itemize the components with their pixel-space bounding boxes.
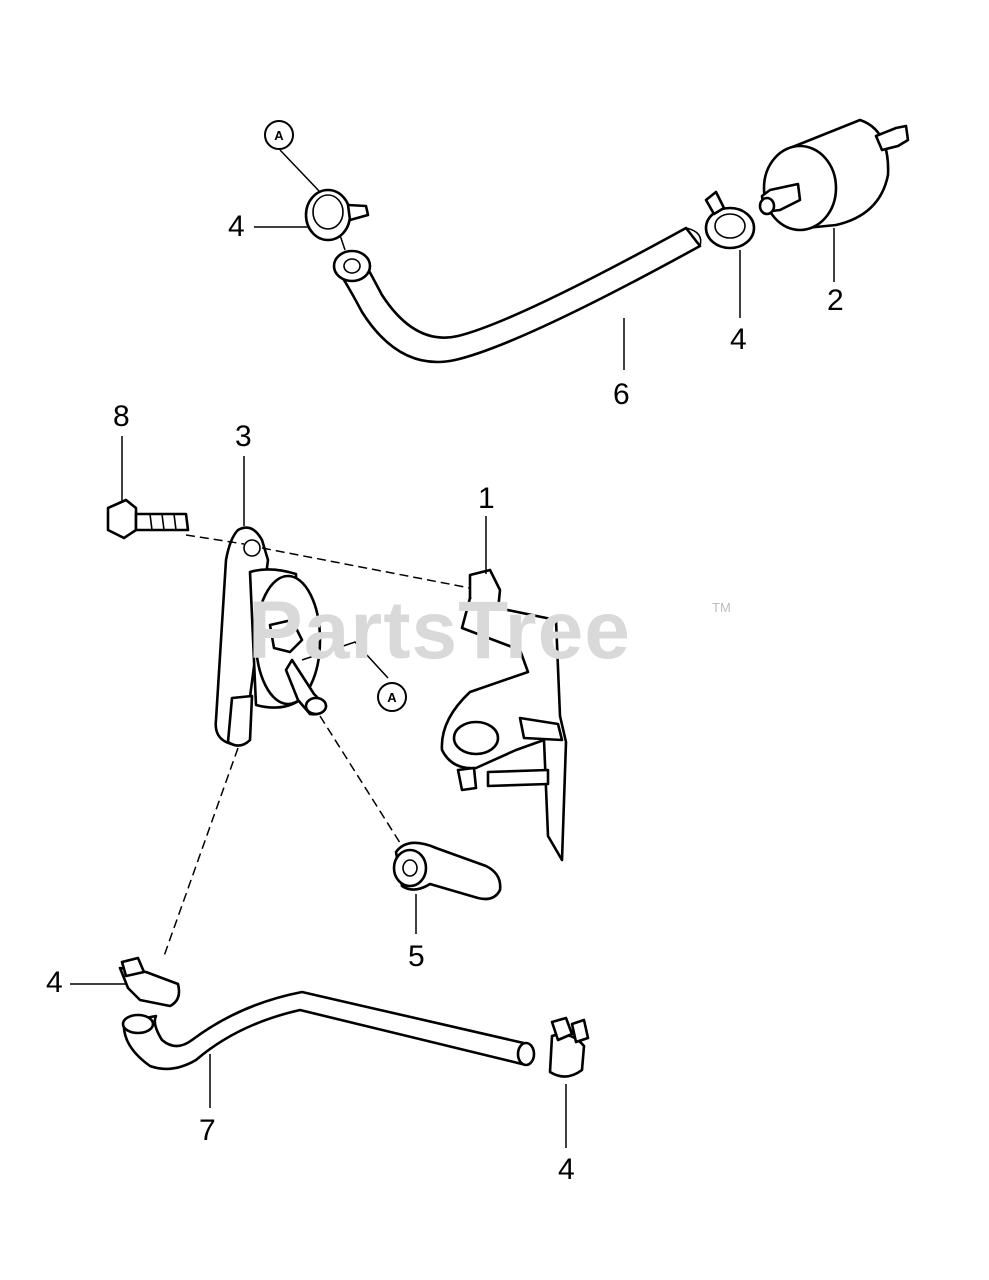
leader-lines [70, 149, 835, 1148]
callout-5-vacuum-line[interactable]: 5 [408, 940, 425, 973]
callout-1-fuel-pump-bracket[interactable]: 1 [478, 482, 495, 515]
assembly-lines [163, 534, 471, 957]
callout-3-fuel-pump[interactable]: 3 [235, 420, 252, 453]
clamp-bottom-left[interactable] [118, 956, 181, 1008]
callout-4-clamp-bottom-left[interactable]: 4 [46, 966, 63, 999]
fuel-pump-bracket[interactable] [440, 568, 568, 862]
callout-2-fuel-filter[interactable]: 2 [827, 284, 844, 317]
callout-4-clamp-bottom-right[interactable]: 4 [558, 1153, 575, 1186]
callout-4-clamp-top-right[interactable]: 4 [730, 323, 747, 356]
fuel-pump[interactable] [214, 526, 328, 747]
reference-mark-a-mid: A [377, 682, 407, 712]
callout-8-bolt[interactable]: 8 [113, 400, 130, 433]
fuel-line-upper[interactable] [332, 226, 702, 364]
fuel-line-lower[interactable] [121, 990, 536, 1071]
callout-7-fuel-line-lower[interactable]: 7 [199, 1114, 216, 1147]
vacuum-line[interactable] [392, 841, 502, 901]
clamp-top-right[interactable] [704, 190, 756, 250]
trademark-symbol: TM [712, 600, 731, 615]
partstree-watermark: PartsTree [248, 585, 631, 676]
clamp-bottom-right[interactable] [548, 1016, 590, 1078]
fuel-filter[interactable] [758, 118, 910, 232]
reference-mark-a-top: A [264, 120, 294, 150]
callout-6-fuel-line-upper[interactable]: 6 [613, 378, 630, 411]
bolt[interactable] [106, 498, 190, 540]
clamp-top-left[interactable] [304, 188, 370, 251]
callout-4-clamp-top-left[interactable]: 4 [228, 210, 245, 243]
